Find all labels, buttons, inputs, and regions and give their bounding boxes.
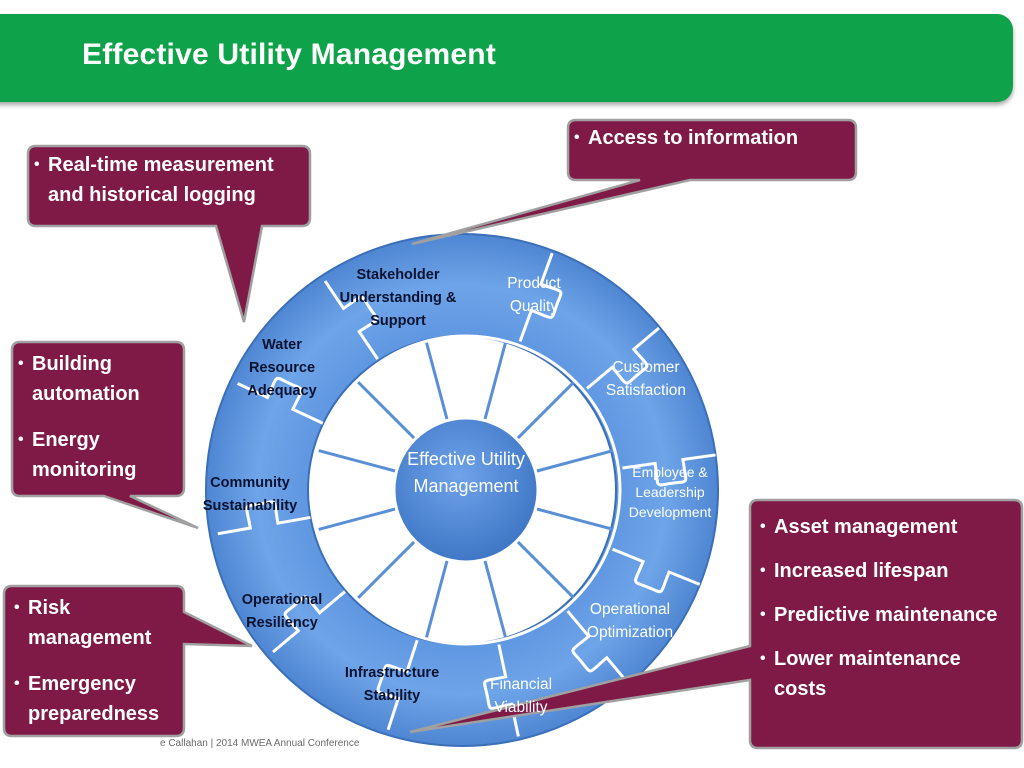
segment-financial-viability: Financial Viability xyxy=(489,676,553,716)
segment-community-sustainability: Community Sustainability xyxy=(202,475,298,514)
wheel-spokes xyxy=(310,334,622,646)
segment-employee-development: Employee & Leadership Development xyxy=(628,464,712,520)
page-title: Effective Utility Management xyxy=(82,38,497,71)
segment-dividers xyxy=(217,252,716,737)
segment-divider xyxy=(566,610,630,685)
access-callout-text: Access to information xyxy=(574,123,854,153)
list-item: Emergency preparedness xyxy=(14,669,184,729)
spoke xyxy=(356,539,417,600)
list-item: Lower maintenance costs xyxy=(760,644,1016,704)
segment-divider xyxy=(622,453,716,487)
spoke xyxy=(483,559,508,640)
center-label: Effective Utility Management xyxy=(407,449,525,496)
center-hub xyxy=(392,416,540,564)
outer-ring xyxy=(204,233,720,747)
segment-divider xyxy=(483,644,520,737)
segment-divider xyxy=(586,326,661,390)
segment-divider xyxy=(217,500,311,536)
list-item: Predictive maintenance xyxy=(760,600,1016,630)
segment-operational-resiliency: Operational Resiliency xyxy=(241,592,323,631)
spoke xyxy=(356,380,417,441)
asset-callout-text: Asset management Increased lifespan Pred… xyxy=(760,512,1016,718)
list-item: Energy monitoring xyxy=(18,425,182,485)
segment-water-resource: Water Resource Adequacy xyxy=(247,337,317,399)
list-item: Building automation xyxy=(18,349,182,409)
segment-customer-satisfaction: Customer Satisfaction xyxy=(605,359,687,399)
segment-divider xyxy=(611,547,701,594)
list-item: Asset management xyxy=(760,512,1016,542)
list-item: Real-time measurement and historical log… xyxy=(34,150,304,210)
spoke xyxy=(316,448,397,473)
segment-divider xyxy=(236,376,324,425)
inner-ring-edge xyxy=(310,334,622,646)
title-bar xyxy=(0,14,1013,102)
spoke xyxy=(483,340,508,421)
segment-product-quality: Product Quality xyxy=(507,275,561,315)
spoke xyxy=(515,539,576,600)
spoke xyxy=(424,559,449,640)
spoke xyxy=(424,340,449,421)
realtime-callout-text: Real-time measurement and historical log… xyxy=(34,150,304,226)
building-callout-text: Building automation Energy monitoring xyxy=(18,349,182,485)
list-item: Risk management xyxy=(14,593,184,653)
spoke xyxy=(535,448,616,473)
segment-divider xyxy=(271,590,346,654)
segment-divider xyxy=(376,639,419,731)
spoke xyxy=(535,507,616,532)
segment-divider xyxy=(323,280,379,360)
segment-divider xyxy=(518,252,563,343)
list-item: Access to information xyxy=(574,123,854,153)
spoke xyxy=(515,380,576,441)
segment-stakeholder: Stakeholder Understanding & Support xyxy=(339,267,457,329)
spoke xyxy=(316,507,397,532)
list-item: Increased lifespan xyxy=(760,556,1016,586)
segment-infrastructure-stability: Infrastructure Stability xyxy=(344,665,440,704)
footer-text: e Callahan | 2014 MWEA Annual Conference xyxy=(160,738,360,749)
segment-operational-optimization: Operational Optimization xyxy=(586,601,674,641)
risk-callout-text: Risk management Emergency preparedness xyxy=(14,593,184,729)
